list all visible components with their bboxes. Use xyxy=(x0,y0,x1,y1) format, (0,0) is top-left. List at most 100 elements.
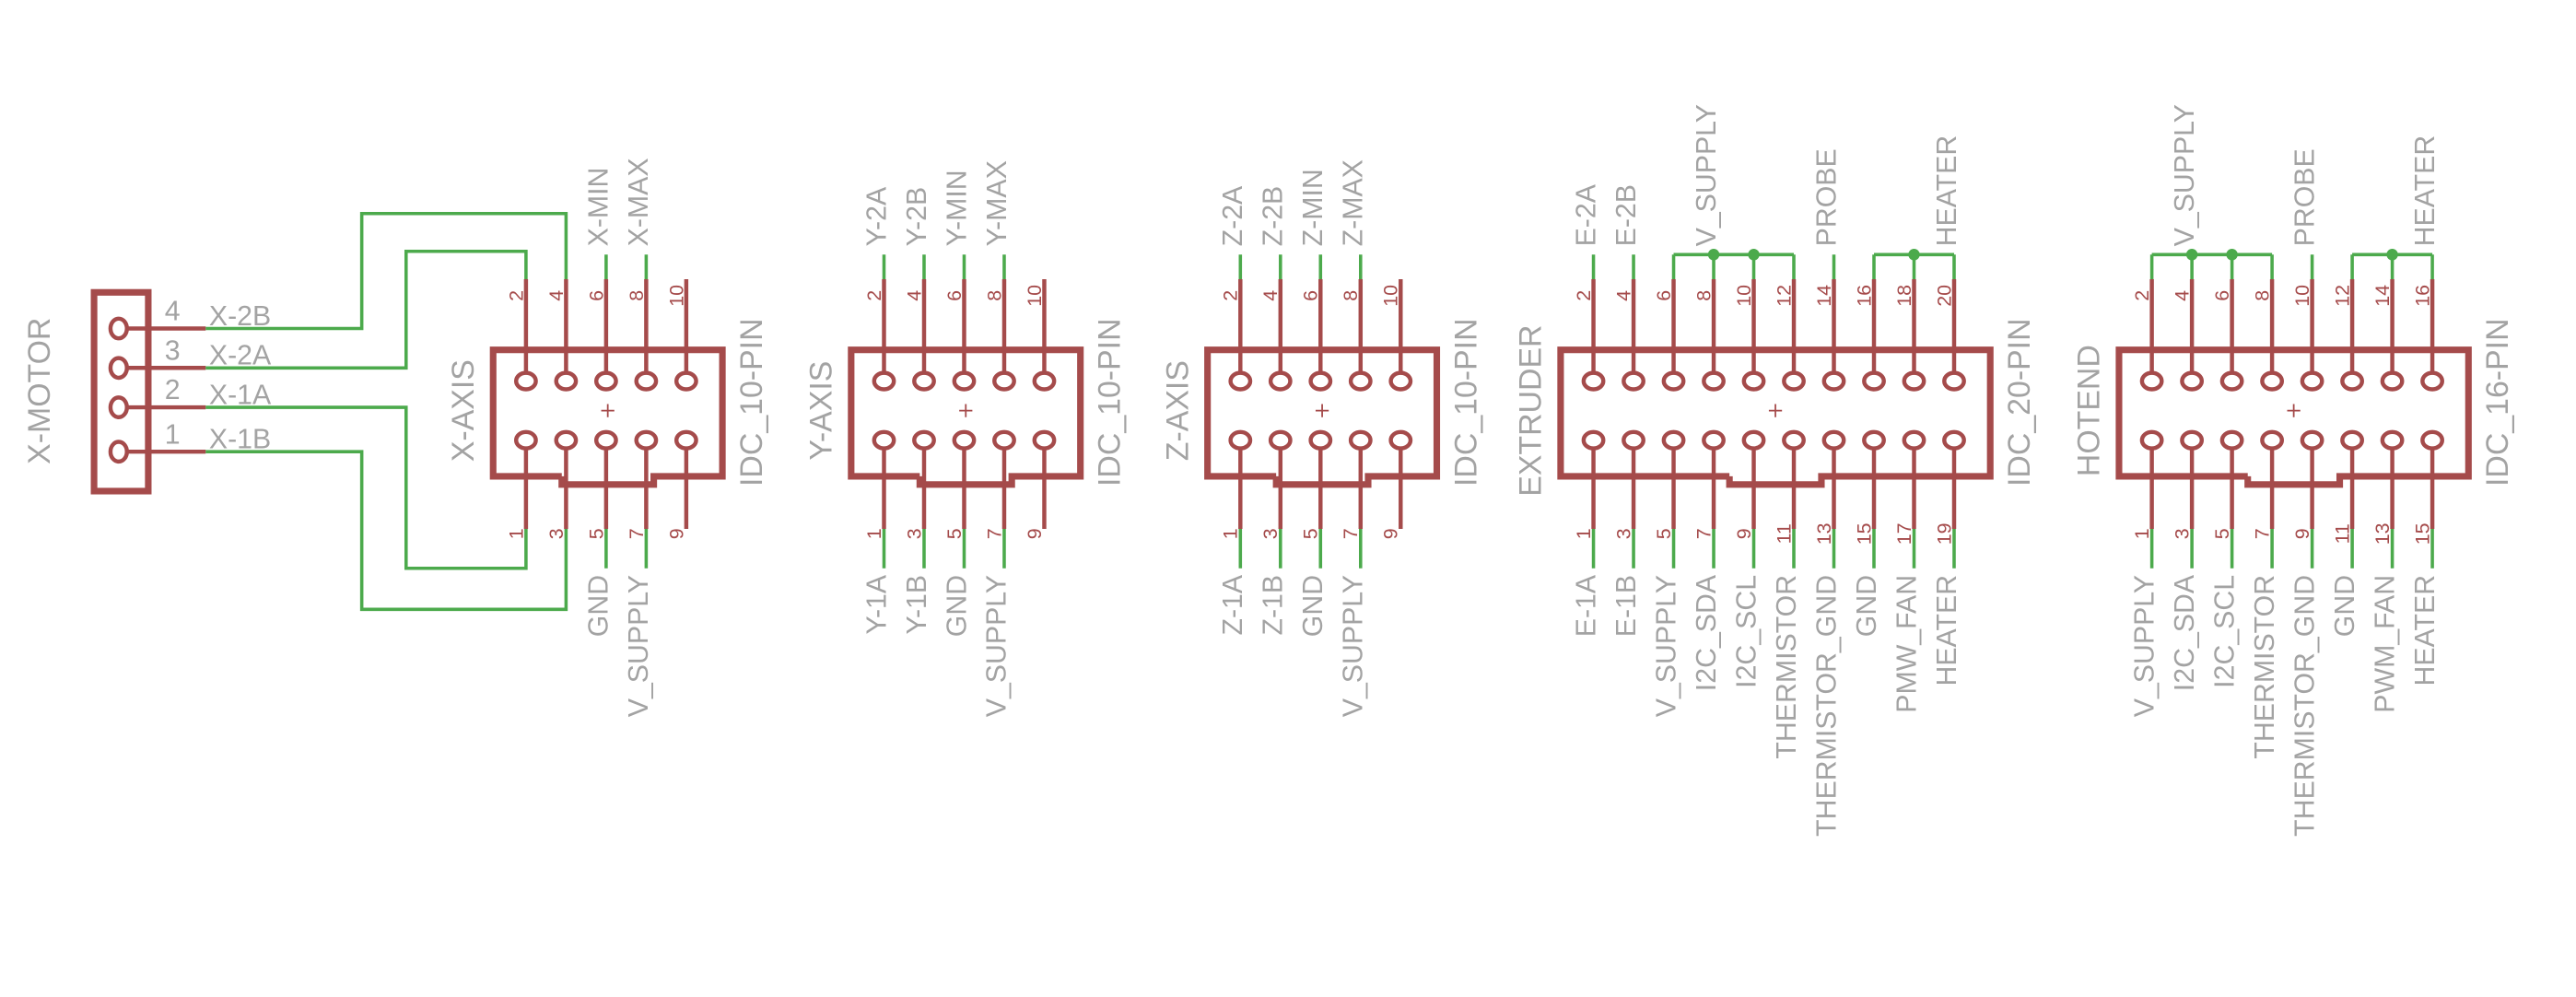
pin-number: 11 xyxy=(2332,523,2354,544)
pin-number: 3 xyxy=(2172,528,2194,539)
pin-number: 15 xyxy=(1853,522,1875,545)
pin-number: 9 xyxy=(1380,528,1402,539)
pin-number: 4 xyxy=(1259,290,1282,301)
pin-number: 2 xyxy=(505,290,527,301)
pin-pad xyxy=(872,370,896,392)
pin-pad xyxy=(1032,429,1057,451)
net-label: Z-1B xyxy=(1259,575,1289,636)
pin-pad xyxy=(992,429,1016,451)
pin-number: 7 xyxy=(2252,528,2274,539)
net-label: V_SUPPLY xyxy=(2170,104,2200,246)
motor-body xyxy=(90,288,152,495)
pin-pad xyxy=(1581,370,1606,392)
pin-pad xyxy=(2219,429,2244,451)
junction-dot xyxy=(2185,249,2198,261)
pin-number: 6 xyxy=(1653,290,1675,301)
pin-pad xyxy=(1348,429,1373,451)
net-label: Z-MIN xyxy=(1298,169,1329,246)
junction-dot xyxy=(2226,249,2238,261)
pin-pad xyxy=(2219,370,2244,392)
pin-pad xyxy=(2139,429,2164,451)
pin-pad xyxy=(1942,429,1966,451)
pin-pad xyxy=(1741,370,1766,392)
connector-value: IDC_10-PIN xyxy=(1448,318,1483,487)
pin-number: 16 xyxy=(1853,285,1875,307)
pin-pad xyxy=(912,429,936,451)
net-label: Z-MAX xyxy=(1339,159,1369,246)
pin-pad xyxy=(593,429,618,451)
net-label: PWM_FAN xyxy=(2370,575,2400,713)
connector-name: EXTRUDER xyxy=(1514,325,1549,497)
pin-pad xyxy=(593,370,618,392)
pin-pad xyxy=(952,370,977,392)
pin-number: 8 xyxy=(1692,290,1715,301)
pin-pad xyxy=(2380,370,2405,392)
pin-pad xyxy=(513,429,538,451)
connector-name: Y-AXIS xyxy=(803,361,838,461)
net-label: E-2A xyxy=(1571,183,1601,246)
pin-number: 1 xyxy=(1573,528,1595,539)
connector-value: IDC_10-PIN xyxy=(734,318,769,487)
net-label: HEATER xyxy=(1932,575,1962,686)
pin-pad xyxy=(634,429,659,451)
pin-pad xyxy=(1581,429,1606,451)
pin-number: 4 xyxy=(1612,290,1634,301)
net-label: GND xyxy=(942,575,972,637)
net-label: THERMISTOR xyxy=(1772,575,1802,759)
pin-pad xyxy=(2260,370,2285,392)
pin-pad xyxy=(1702,370,1726,392)
pin-number: 11 xyxy=(1773,523,1795,544)
pin-pad xyxy=(1902,429,1926,451)
pin-pad xyxy=(912,370,936,392)
pin-number: 8 xyxy=(983,290,1005,301)
pin-number: 9 xyxy=(2291,528,2313,539)
junction-dot xyxy=(1908,249,1920,261)
net-label: I2C_SDA xyxy=(2170,574,2200,691)
pin-number: 13 xyxy=(1813,522,1835,545)
net-label: E-2B xyxy=(1611,184,1642,246)
pin-number: 6 xyxy=(2211,290,2233,301)
pin-number: 5 xyxy=(2211,528,2233,539)
net-label: V_SUPPLY xyxy=(1339,575,1369,717)
connector-name: Z-AXIS xyxy=(1160,360,1195,461)
pin-number: 8 xyxy=(1340,290,1362,301)
motor-name: X-MOTOR xyxy=(22,318,57,464)
connector-body xyxy=(1204,346,1441,488)
pin-pad xyxy=(2180,429,2205,451)
net-label: Y-MAX xyxy=(982,160,1013,246)
pin-pad xyxy=(1661,429,1686,451)
pin-number: 3 xyxy=(1259,528,1282,539)
net-label: PMW_FAN xyxy=(1891,575,1922,713)
pin-pad xyxy=(513,370,538,392)
pin-number: 18 xyxy=(1893,285,1915,307)
connector-body xyxy=(489,346,726,488)
motor-pad xyxy=(108,395,129,419)
connector-value: IDC_10-PIN xyxy=(1092,318,1127,487)
pin-number: 1 xyxy=(1220,528,1242,539)
pin-pad xyxy=(1782,370,1806,392)
pin-pad xyxy=(2340,370,2365,392)
pin-pad xyxy=(1622,370,1645,392)
net-label: E-1B xyxy=(1611,575,1642,637)
pin-number: 9 xyxy=(665,528,687,539)
net-label: Y-2B xyxy=(902,187,932,247)
pin-pad xyxy=(1902,370,1926,392)
net-label: Z-1A xyxy=(1218,574,1248,635)
pin-pad xyxy=(952,429,977,451)
net-label: Z-2B xyxy=(1259,186,1289,247)
net-label: V_SUPPLY xyxy=(2129,575,2160,717)
wire-x-1b xyxy=(205,450,568,612)
pin-pad xyxy=(2260,429,2285,451)
pin-pad xyxy=(992,370,1016,392)
pin-number: 3 xyxy=(545,528,568,539)
net-label: Y-1A xyxy=(861,574,892,634)
pin-number: 4 xyxy=(903,290,925,301)
pin-number: 17 xyxy=(1893,522,1915,545)
pin-pad xyxy=(1308,429,1333,451)
net-label: THERMISTOR_GND xyxy=(2289,575,2320,837)
pin-pad xyxy=(1702,429,1726,451)
pin-number: 1 xyxy=(505,528,527,539)
pin-number: 7 xyxy=(1692,528,1715,539)
pin-number: 7 xyxy=(1340,528,1362,539)
pin-pad xyxy=(634,370,659,392)
